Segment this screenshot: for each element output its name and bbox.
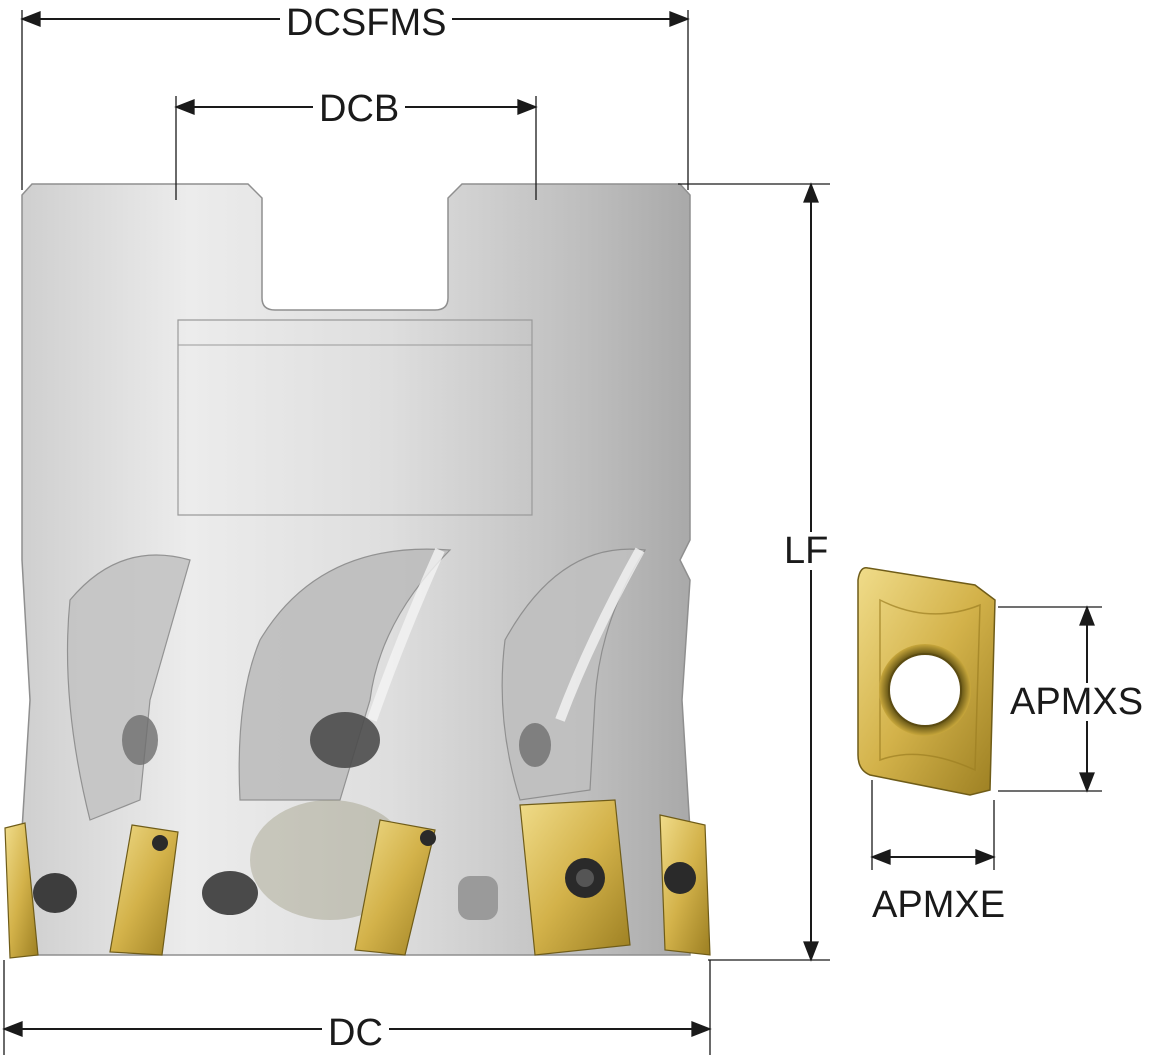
dc-label: DC xyxy=(322,1014,389,1052)
apmxe-label: APMXE xyxy=(866,886,1012,924)
cutter-body xyxy=(21,183,691,956)
body-inserts xyxy=(4,799,711,959)
cutter-flat xyxy=(177,319,533,516)
flute-1 xyxy=(66,554,191,821)
apmxs-label: APMXS xyxy=(1008,681,1146,723)
dcsfms-label: DCSFMS xyxy=(280,4,453,42)
insert-1 xyxy=(4,822,39,959)
insert-detail xyxy=(857,567,996,796)
lf-label: LF xyxy=(778,532,835,570)
insert-2 xyxy=(109,824,179,956)
dcb-label: DCB xyxy=(313,90,406,128)
insert-3 xyxy=(354,819,436,956)
flute-2 xyxy=(238,548,452,801)
